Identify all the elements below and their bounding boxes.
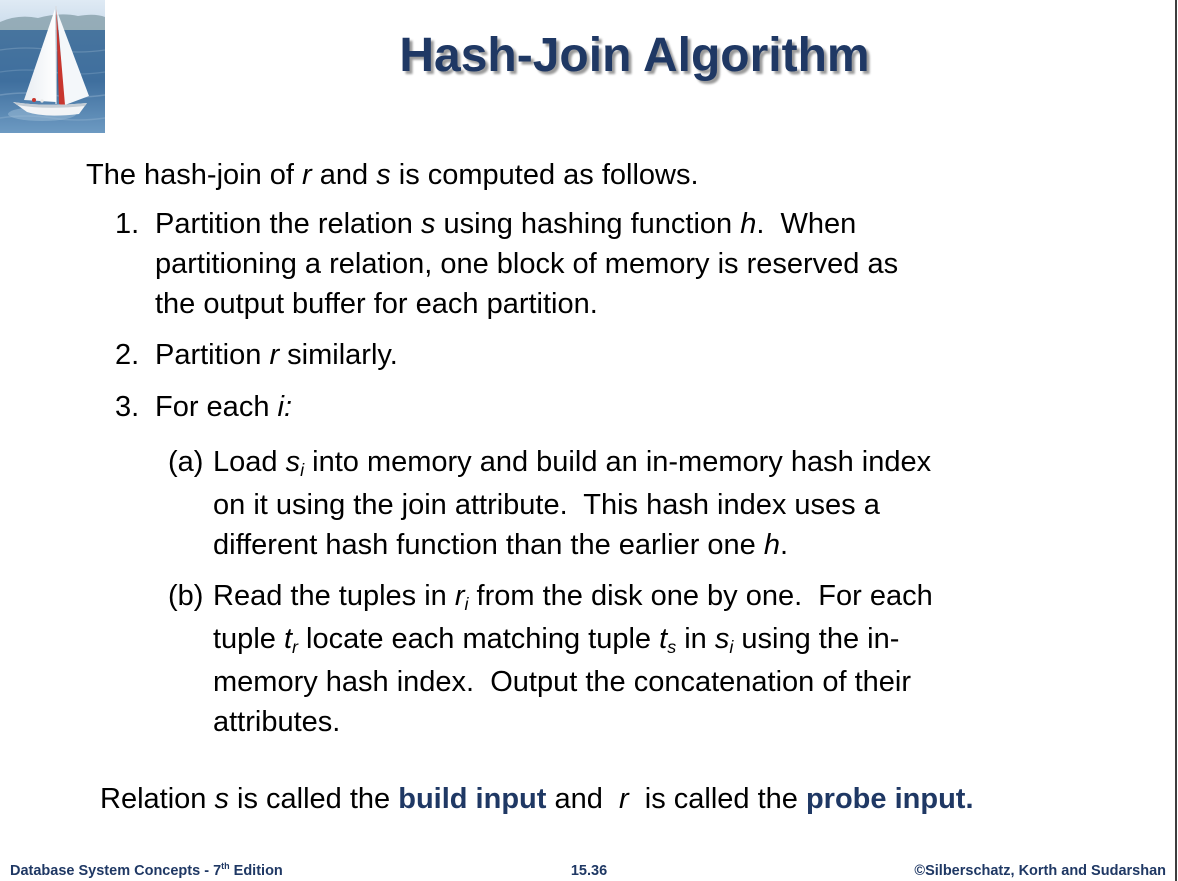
sub-item-a: (a) Load si into memory and build an in-… xyxy=(168,442,1130,565)
list-item-text: Partition r similarly. xyxy=(155,339,398,371)
sub-item-b: (b) Read the tuples in ri from the disk … xyxy=(168,576,1130,742)
crew-dot xyxy=(32,98,36,102)
closing-paragraph: Relation s is called the build input and… xyxy=(100,783,974,815)
footer-book-title: Database System Concepts - 7th Edition xyxy=(10,861,283,879)
hull-shadow xyxy=(13,102,87,108)
list-item-text: For each i: xyxy=(155,391,292,423)
list-item-3: 3. For each i: xyxy=(115,387,1130,427)
list-item-number: 1. xyxy=(115,208,140,240)
sub-item-text: Load si into memory and build an in-memo… xyxy=(213,446,932,561)
list-item-text: Partition the relation s using hashing f… xyxy=(155,208,899,320)
genoa-sail xyxy=(57,11,89,105)
slide-footer: Database System Concepts - 7th Edition 1… xyxy=(0,857,1178,879)
slide-body: The hash-join of r and s is computed as … xyxy=(0,155,1130,819)
list-item-2: 2. Partition r similarly. xyxy=(115,335,1130,375)
sub-item-text: Read the tuples in ri from the disk one … xyxy=(213,580,933,738)
list-item-1: 1. Partition the relation s using hashin… xyxy=(115,204,1130,324)
list-item-number: 3. xyxy=(115,391,140,423)
page-edge-line xyxy=(1175,0,1177,881)
slide-title: Hash-Join Algorithm xyxy=(399,29,870,82)
mainsail xyxy=(24,9,56,102)
list-item-number: 2. xyxy=(115,339,140,371)
intro-paragraph: The hash-join of r and s is computed as … xyxy=(86,159,699,191)
footer-page-number: 15.36 xyxy=(570,863,608,879)
footer-copyright: ©Silberschatz, Korth and Sudarshan xyxy=(914,863,1166,879)
crew-dot xyxy=(40,99,44,103)
sailboat-image xyxy=(0,0,105,133)
sub-item-label: (a) xyxy=(168,446,204,478)
sub-item-label: (b) xyxy=(168,580,204,612)
